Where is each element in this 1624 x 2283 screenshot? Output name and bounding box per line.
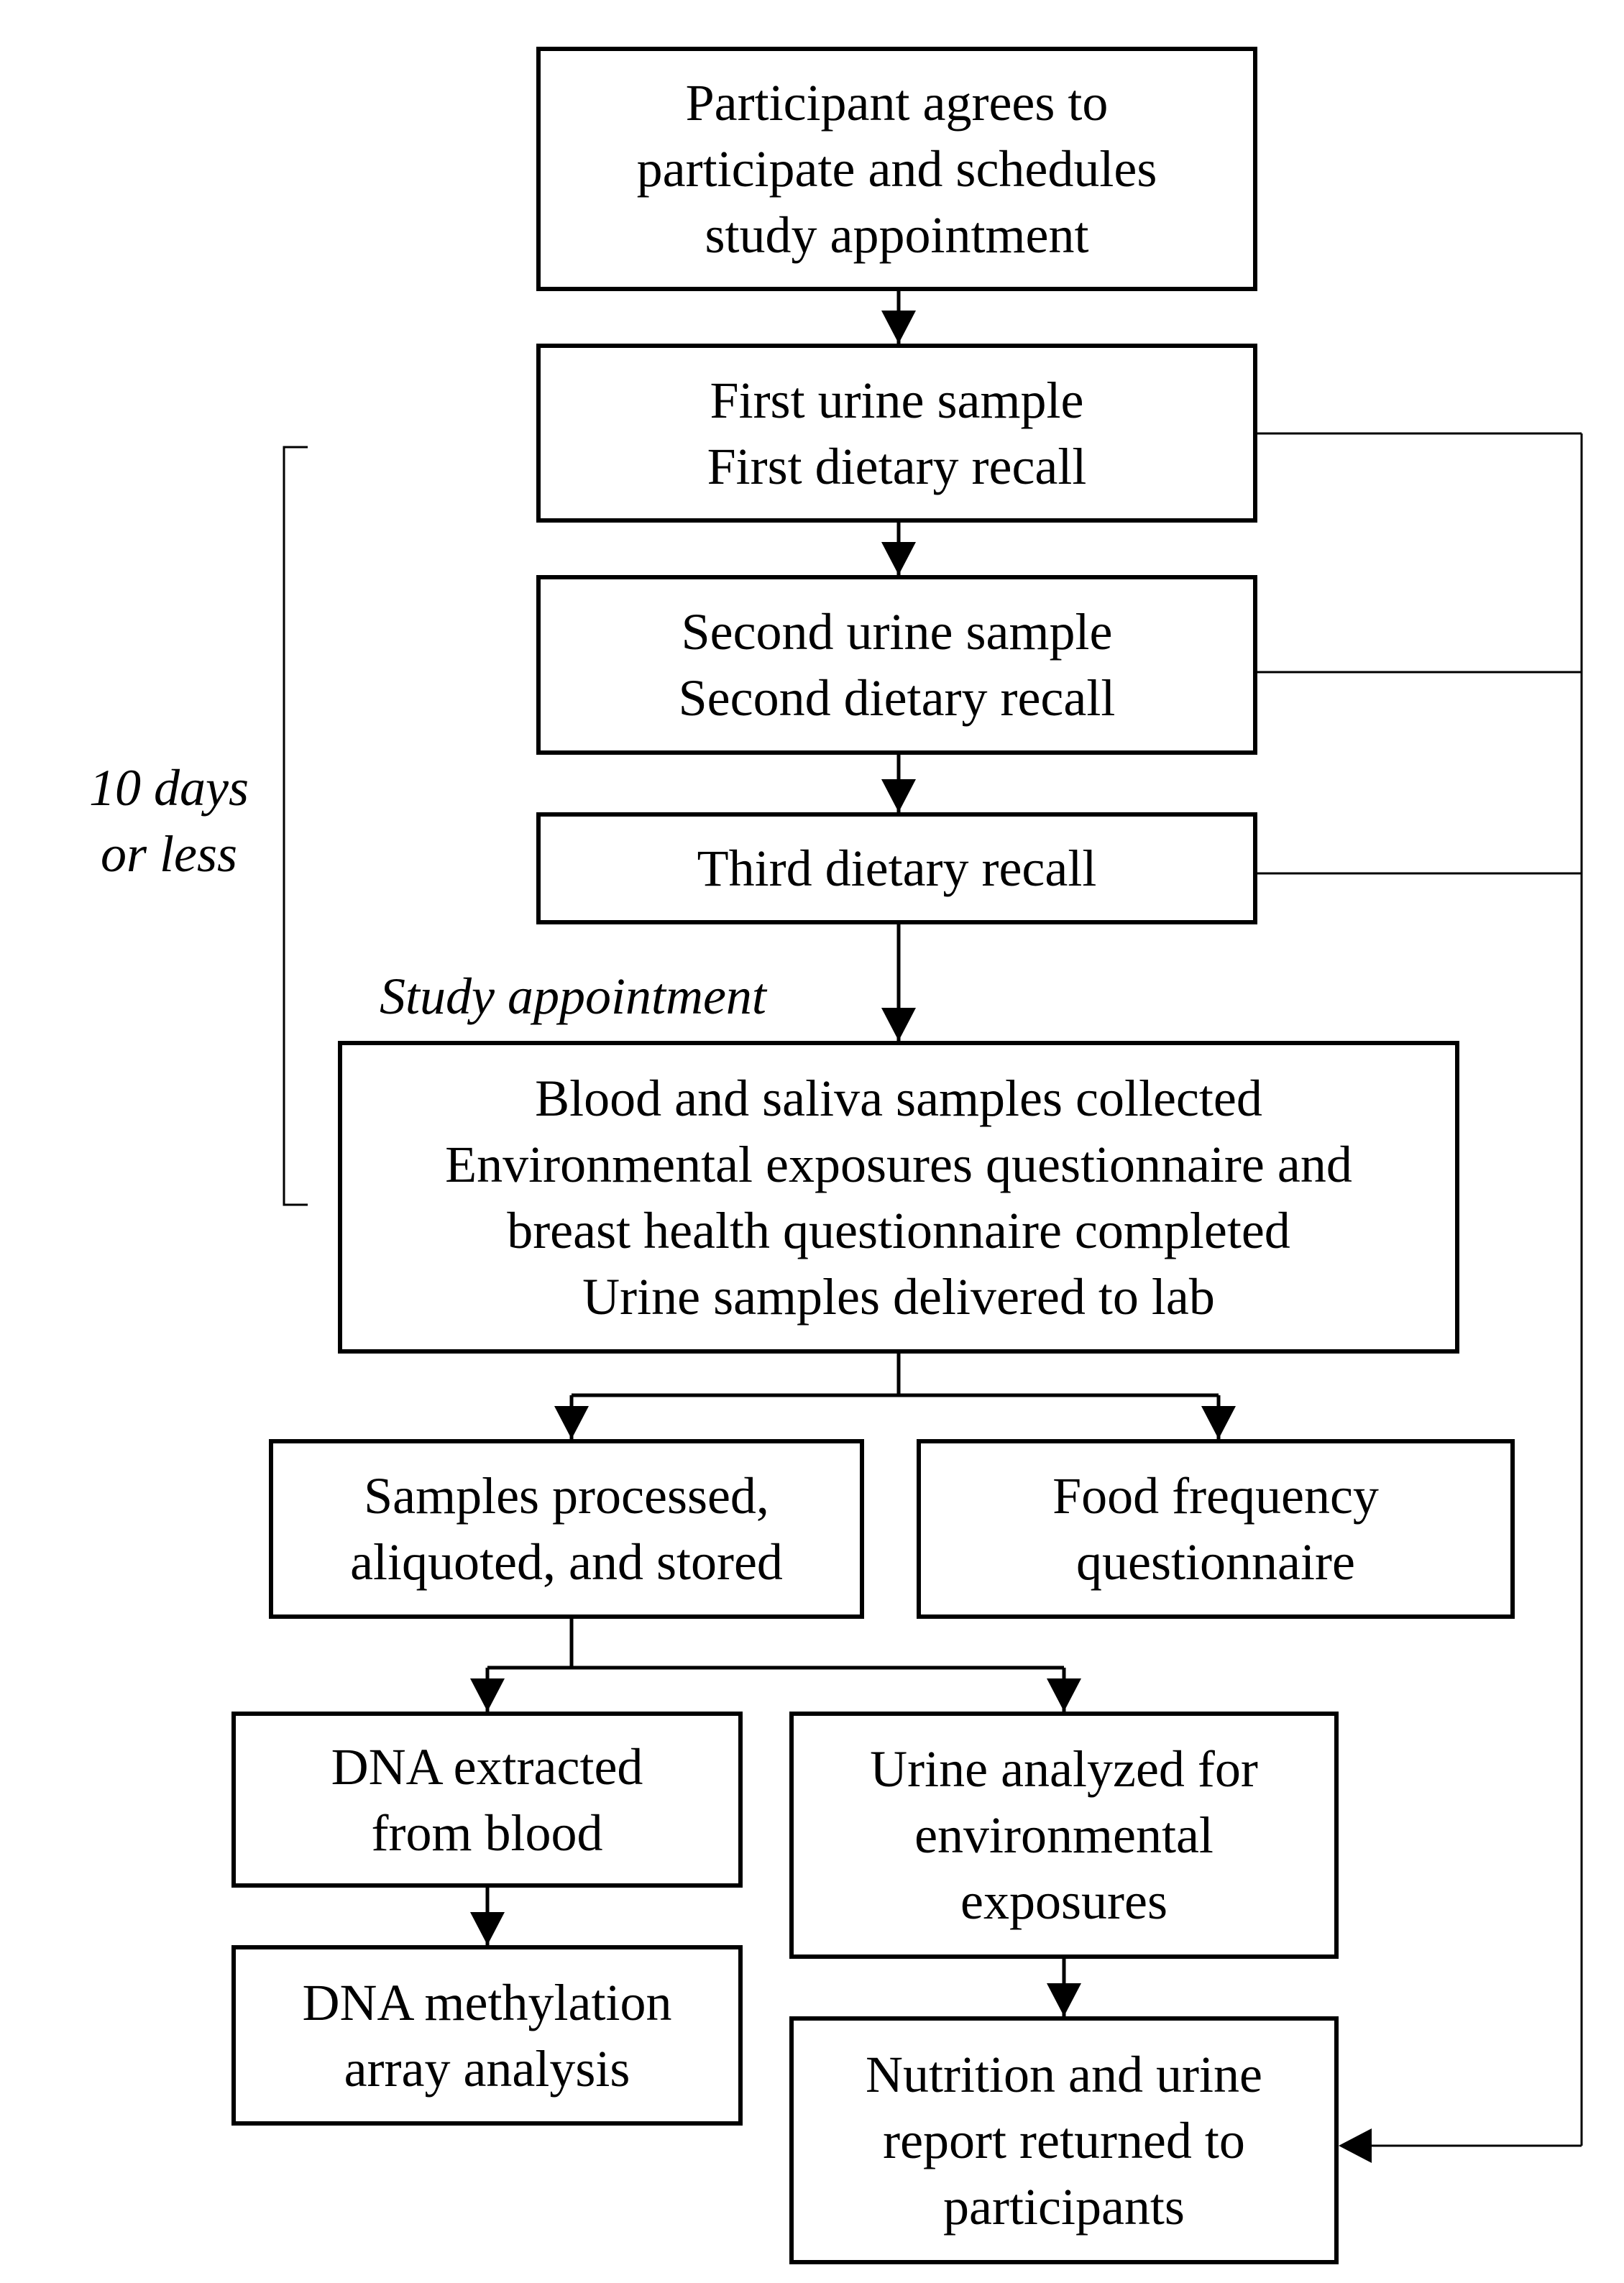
- box-processed: Samples processed, aliquoted, and stored: [269, 1439, 864, 1619]
- box-enroll: Participant agrees to participate and sc…: [536, 47, 1257, 291]
- box-appointment-line: Environmental exposures questionnaire an…: [445, 1135, 1352, 1193]
- arrowhead-11: [1339, 2128, 1372, 2163]
- duration-label: 10 days or less: [72, 755, 266, 887]
- box-first-line: First urine sample: [710, 371, 1084, 429]
- duration-bracket: [283, 446, 308, 1206]
- box-ffq-line: Food frequency: [1052, 1467, 1379, 1525]
- box-urine-analysis-line: exposures: [960, 1873, 1167, 1930]
- box-methylation-line: array analysis: [344, 2039, 630, 2098]
- box-second-line: Second urine sample: [681, 603, 1113, 661]
- box-second-line: Second dietary recall: [678, 669, 1116, 727]
- box-second: Second urine sample Second dietary recal…: [536, 575, 1257, 755]
- box-dna-extract: DNA extracted from blood: [231, 1712, 743, 1888]
- box-methylation: DNA methylation array analysis: [231, 1945, 743, 2126]
- duration-label-line: or less: [100, 825, 238, 883]
- arrowhead-6: [1201, 1406, 1236, 1439]
- box-urine-analysis-line: Urine analyzed for: [870, 1740, 1258, 1798]
- arrowhead-9: [470, 1912, 505, 1945]
- box-first: First urine sample First dietary recall: [536, 344, 1257, 523]
- box-report: Nutrition and urine report returned to p…: [789, 2016, 1339, 2264]
- box-report-line: participants: [943, 2177, 1185, 2236]
- box-third: Third dietary recall: [536, 812, 1257, 924]
- box-processed-line: Samples processed,: [364, 1467, 769, 1525]
- box-third-line: Third dietary recall: [697, 840, 1097, 897]
- box-urine-analysis: Urine analyzed for environmental exposur…: [789, 1712, 1339, 1959]
- arrowhead-4: [881, 1008, 916, 1041]
- study-appointment-label: Study appointment: [380, 968, 766, 1025]
- box-report-line: report returned to: [883, 2111, 1245, 2169]
- box-ffq-line: questionnaire: [1076, 1533, 1355, 1591]
- box-dna-extract-line: DNA extracted: [331, 1737, 643, 1796]
- arrowhead-7: [470, 1678, 505, 1712]
- box-appointment: Blood and saliva samples collected Envir…: [338, 1041, 1459, 1354]
- box-enroll-line: Participant agrees to: [685, 74, 1109, 132]
- box-urine-analysis-line: environmental: [914, 1806, 1214, 1864]
- box-ffq: Food frequency questionnaire: [917, 1439, 1515, 1619]
- box-enroll-line: study appointment: [705, 206, 1089, 264]
- box-report-line: Nutrition and urine: [866, 2045, 1262, 2103]
- duration-label-line: 10 days: [89, 759, 249, 817]
- box-methylation-line: DNA methylation: [302, 1973, 672, 2031]
- box-first-line: First dietary recall: [707, 437, 1087, 495]
- box-processed-line: aliquoted, and stored: [350, 1533, 783, 1591]
- arrowhead-8: [1047, 1678, 1081, 1712]
- arrowhead-1: [881, 311, 916, 344]
- box-appointment-line: Blood and saliva samples collected: [535, 1069, 1262, 1127]
- arrowhead-3: [881, 779, 916, 812]
- box-appointment-line: Urine samples delivered to lab: [582, 1267, 1215, 1326]
- box-dna-extract-line: from blood: [371, 1804, 603, 1862]
- box-enroll-line: participate and schedules: [636, 140, 1157, 198]
- arrowhead-10: [1047, 1983, 1081, 2016]
- box-appointment-line: breast health questionnaire completed: [507, 1201, 1290, 1259]
- arrowhead-2: [881, 542, 916, 575]
- arrowhead-5: [554, 1406, 589, 1439]
